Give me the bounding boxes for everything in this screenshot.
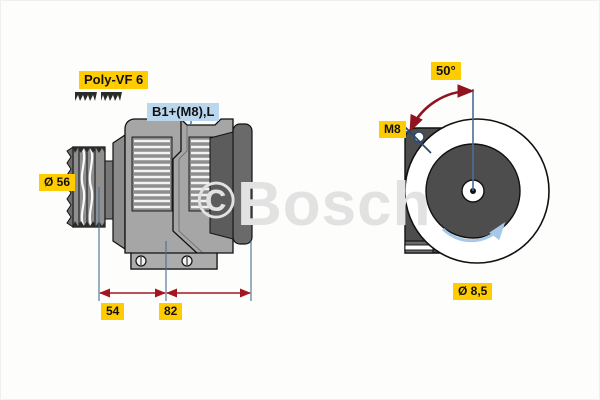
angle-arc-50 — [409, 84, 475, 133]
label-dimension-82: 82 — [159, 303, 183, 320]
watermark-copyright: © — [197, 172, 237, 230]
shaft-spacer — [104, 160, 114, 220]
label-angle-50: 50° — [431, 62, 461, 80]
drive-end-flange — [112, 133, 126, 251]
stator-fins-left — [131, 136, 173, 212]
label-diameter-56: Ø 56 — [39, 174, 76, 191]
label-thread-m8: M8 — [379, 121, 406, 138]
m8-leader-line — [404, 130, 414, 136]
label-poly-vf-6: Poly-VF 6 — [79, 71, 149, 89]
label-diameter-8-5: Ø 8,5 — [453, 283, 493, 300]
end-view-alternator — [400, 84, 550, 264]
terminal-stud-axis — [400, 122, 432, 154]
alternator-housing — [124, 118, 234, 270]
label-dimension-54: 54 — [101, 303, 125, 320]
mounting-feet — [130, 252, 218, 270]
rear-cover — [209, 123, 253, 245]
watermark-brand: Bosch — [237, 170, 432, 239]
label-b1-m8-l: B1+(M8),L — [147, 103, 220, 121]
poly-v-belt-profile-icon — [75, 92, 122, 101]
rotation-arrow — [441, 222, 506, 243]
